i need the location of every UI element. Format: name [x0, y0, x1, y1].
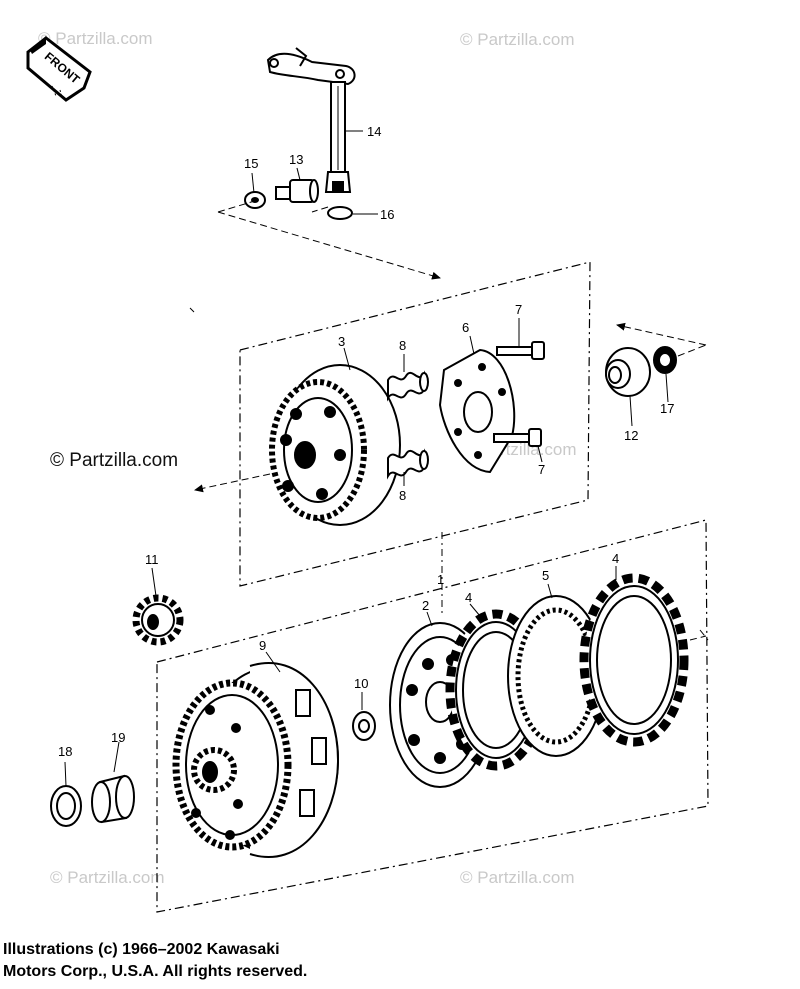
leader-lines — [64, 130, 669, 787]
callout-12: 12 — [624, 428, 638, 443]
washer-part-10 — [352, 711, 376, 741]
callout-4-inner: 4 — [465, 590, 472, 605]
callout-4-outer: 4 — [612, 551, 619, 566]
callout-2: 2 — [422, 598, 429, 613]
bearing-part-17 — [653, 346, 677, 374]
collar-part-19 — [91, 774, 135, 824]
callout-6: 6 — [462, 320, 469, 335]
release-bearing-part-12 — [605, 347, 651, 397]
callout-19: 19 — [111, 730, 125, 745]
bearing-guide-lines — [616, 322, 707, 357]
steel-plate-part-5 — [507, 595, 605, 757]
callout-18: 18 — [58, 744, 72, 759]
callout-3: 3 — [338, 334, 345, 349]
spring-part-8-upper — [387, 370, 429, 402]
callout-7-upper: 7 — [515, 302, 522, 317]
callout-9: 9 — [259, 638, 266, 653]
bolt-part-7-lower — [493, 428, 542, 447]
spring-part-8-lower — [387, 448, 429, 480]
callout-8-upper: 8 — [399, 338, 406, 353]
watermark-bottom-right: © Partzilla.com — [460, 868, 575, 887]
tick-mark — [189, 307, 195, 313]
callout-10: 10 — [354, 676, 368, 691]
pin-part-13 — [275, 179, 319, 203]
bolt-part-7-upper — [496, 341, 545, 360]
release-lever-part-14 — [266, 47, 356, 193]
clutch-hub-part-3 — [269, 364, 401, 526]
oring-part-16 — [327, 206, 353, 220]
callout-11: 11 — [145, 552, 159, 567]
copyright-line-1: Illustrations (c) 1966–2002 Kawasaki — [3, 941, 280, 958]
callout-13: 13 — [289, 152, 303, 167]
washer-part-18 — [50, 785, 82, 827]
watermark-bottom-left: © Partzilla.com — [50, 868, 165, 887]
watermark-top-left: © Partzilla.com — [38, 29, 153, 48]
guide-arrow-left — [194, 473, 271, 493]
washer-part-15 — [244, 191, 266, 209]
gear-part-11 — [132, 594, 184, 646]
callout-15: 15 — [244, 156, 258, 171]
lower-guide-lines — [689, 629, 709, 641]
callout-8-lower: 8 — [399, 488, 406, 503]
callout-5: 5 — [542, 568, 549, 583]
callout-1: 1 — [437, 572, 444, 587]
watermark-top-right: © Partzilla.com — [460, 30, 575, 49]
clutch-housing-part-9 — [172, 662, 340, 858]
callout-17: 17 — [660, 401, 674, 416]
watermark-center-left: © Partzilla.com — [50, 450, 178, 471]
callout-7-lower: 7 — [538, 462, 545, 477]
assembly-guide-lines — [217, 199, 441, 280]
friction-plate-part-4-outer — [579, 573, 689, 747]
copyright-line-2: Motors Corp., U.S.A. All rights reserved… — [3, 963, 308, 980]
callout-16: 16 — [380, 207, 394, 222]
callout-14: 14 — [367, 124, 381, 139]
